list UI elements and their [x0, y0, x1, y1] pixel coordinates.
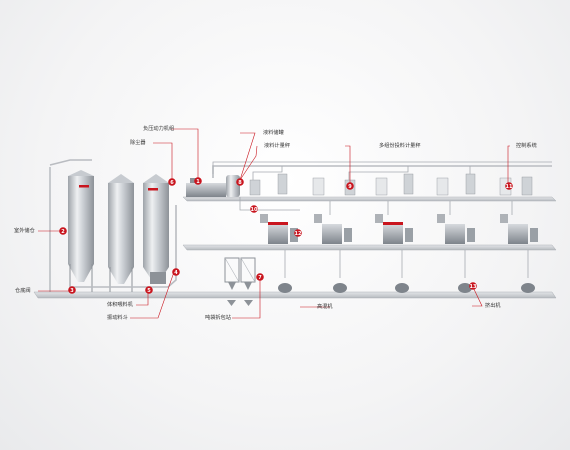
- svg-text:13: 13: [470, 284, 477, 290]
- middle-platform: [182, 244, 557, 251]
- svg-text:5: 5: [147, 288, 151, 294]
- label-negative-pressure-fan: 负压动力机组: [143, 124, 174, 132]
- label-multi-silo-meter: 多组份投料计量秤: [379, 141, 421, 149]
- marker-12: 12: [294, 229, 302, 237]
- label-liquid-meter: 液料计量秤: [264, 141, 290, 149]
- svg-text:1: 1: [196, 179, 200, 185]
- ton-bag-station: [224, 257, 256, 306]
- marker-9: 9: [346, 182, 354, 190]
- mixer-row: [260, 214, 538, 244]
- svg-text:4: 4: [174, 270, 178, 276]
- outdoor-silo-2: [108, 174, 134, 292]
- outdoor-silo-3: [143, 174, 169, 284]
- ground-floor: [33, 291, 557, 299]
- svg-text:9: 9: [348, 184, 352, 190]
- marker-3: 3: [68, 286, 76, 294]
- label-liquid-tank: 液料储罐: [263, 128, 284, 136]
- label-outdoor-silo: 室外储仓: [14, 226, 36, 234]
- marker-8: 8: [236, 178, 244, 186]
- label-mixer: 高混机: [317, 302, 333, 310]
- label-control-system: 控制系统: [516, 141, 537, 149]
- label-extruder: 挤出机: [485, 301, 501, 309]
- extruder-row: [278, 250, 535, 293]
- svg-text:6: 6: [170, 180, 174, 186]
- label-vibrating-hopper: 振动料斗: [107, 313, 128, 321]
- svg-text:7: 7: [258, 275, 262, 281]
- svg-text:3: 3: [70, 288, 74, 294]
- marker-13: 13: [469, 282, 477, 290]
- marker-5: 5: [145, 286, 153, 294]
- marker-1: 1: [194, 177, 202, 185]
- label-dust-collector: 除尘器: [130, 138, 146, 146]
- marker-4: 4: [172, 268, 180, 276]
- top-hoppers: [249, 173, 533, 196]
- label-storage-hopper: 仓底阀: [15, 286, 31, 294]
- svg-text:8: 8: [238, 180, 242, 186]
- marker-11: 11: [505, 182, 513, 190]
- marker-10: 10: [250, 205, 258, 213]
- liquid-tank: [226, 175, 240, 197]
- label-dense-phase: 体积喂料机: [107, 300, 134, 308]
- label-ton-bag-station: 吨袋拆包站: [205, 313, 231, 321]
- outdoor-silo-1: [49, 159, 94, 292]
- svg-text:2: 2: [61, 229, 65, 235]
- marker-7: 7: [256, 273, 264, 281]
- marker-2: 2: [59, 227, 67, 235]
- top-platform: [182, 196, 557, 202]
- svg-text:11: 11: [506, 184, 513, 190]
- vacuum-unit: [186, 178, 226, 197]
- svg-text:10: 10: [251, 207, 258, 213]
- svg-text:12: 12: [295, 231, 302, 237]
- leader-lines: [38, 128, 510, 319]
- marker-6: 6: [168, 178, 176, 186]
